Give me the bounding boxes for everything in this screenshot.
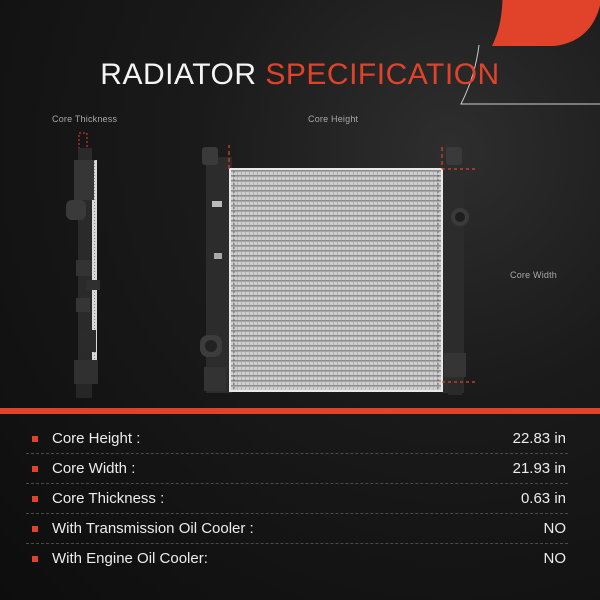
bullet-icon	[32, 495, 38, 502]
spec-row-core-height: Core Height : 22.83 in	[26, 424, 568, 454]
spec-row-transmission-oil-cooler: With Transmission Oil Cooler : NO	[26, 514, 568, 544]
decorative-outline-line	[460, 44, 600, 105]
spec-row-engine-oil-cooler: With Engine Oil Cooler: NO	[26, 544, 568, 573]
title-red: SPECIFICATION	[265, 58, 500, 91]
spec-key: With Transmission Oil Cooler :	[52, 520, 254, 537]
spec-key: With Engine Oil Cooler:	[52, 550, 208, 567]
spec-value: NO	[543, 550, 567, 567]
radiator-side-view	[66, 132, 100, 398]
spec-value: 0.63 in	[520, 490, 566, 507]
bullet-icon	[32, 525, 38, 532]
spec-key: Core Thickness :	[52, 490, 165, 507]
radiator-front-view	[200, 145, 478, 395]
bullet-icon	[32, 465, 38, 472]
spec-value: NO	[543, 520, 567, 537]
core-width-label: Core Width	[510, 270, 558, 280]
spec-row-core-thickness: Core Thickness : 0.63 in	[26, 484, 568, 514]
divider-band	[0, 408, 600, 414]
spec-key: Core Width :	[52, 460, 136, 477]
bullet-icon	[32, 435, 38, 442]
page-title: RADIATOR SPECIFICATION	[0, 58, 600, 92]
bullet-icon	[32, 555, 38, 562]
spec-key: Core Height :	[52, 430, 141, 447]
spec-row-core-width: Core Width : 21.93 in	[26, 454, 568, 484]
spec-value: 21.93 in	[512, 460, 566, 477]
core-thickness-label: Core Thickness	[52, 114, 118, 124]
title-white: RADIATOR	[100, 58, 257, 91]
core-height-label: Core Height	[308, 114, 359, 124]
decorative-red-shape	[492, 0, 600, 46]
spec-value: 22.83 in	[512, 430, 566, 447]
spec-table: Core Height : 22.83 in Core Width : 21.9…	[26, 424, 568, 573]
